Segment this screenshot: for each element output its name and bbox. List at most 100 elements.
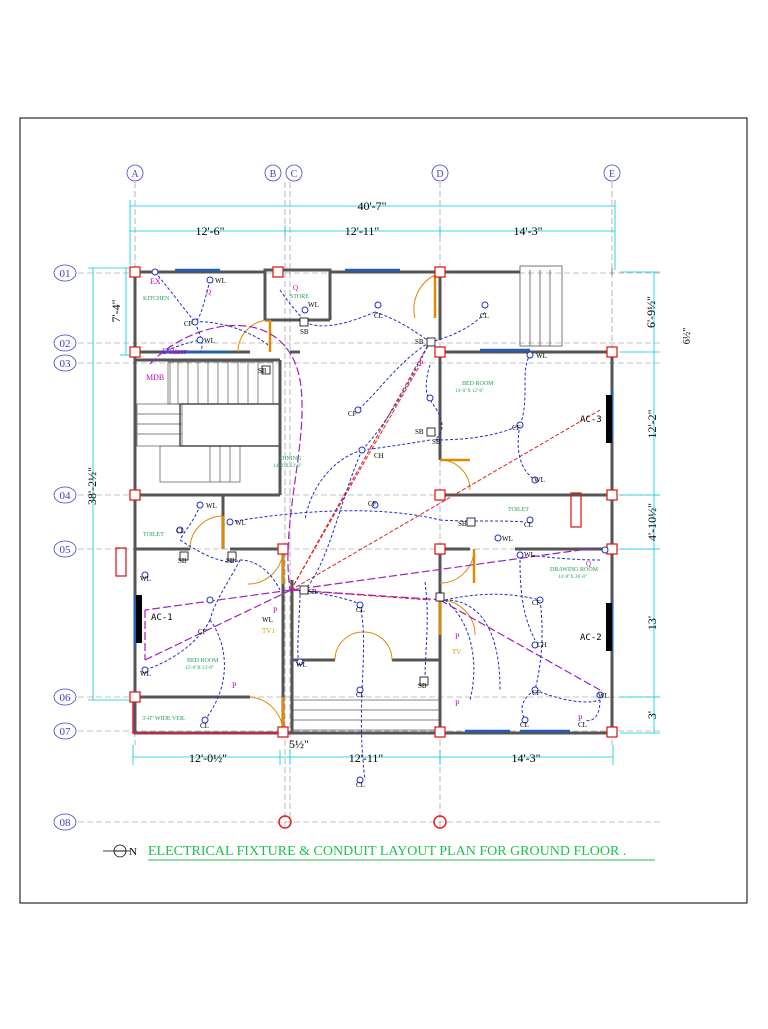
room-veranda: 3'-0" WIDE VER. <box>142 716 186 722</box>
label-p: P <box>232 681 237 690</box>
label-tv: TV <box>452 648 461 656</box>
label-cl: CL <box>356 606 365 614</box>
label-q: Q <box>206 288 211 296</box>
label-wl: WL <box>502 535 513 543</box>
room-drawing: DRAWING ROOM <box>550 567 599 573</box>
label-cl: CL <box>520 721 529 729</box>
label-sb: SB <box>300 328 309 336</box>
grid-label-04: 04 <box>60 490 72 502</box>
label-cf: CF <box>512 424 521 432</box>
grid-label-08: 08 <box>60 817 72 829</box>
label-sb: SB <box>458 520 467 528</box>
q-labels: Q Q Q <box>206 284 591 568</box>
label-p: P <box>273 606 278 615</box>
dim-bottom-small: 5½" <box>289 737 309 751</box>
dim-bottom-2: 12'-11" <box>349 751 384 765</box>
label-sb: SB <box>415 428 424 436</box>
label-cl: CL <box>578 721 587 729</box>
room-dining-size: 14'-0"X 23'-0" <box>273 464 302 469</box>
veranda-outline <box>132 700 280 734</box>
grid-label-a: A <box>131 169 139 180</box>
room-toilet-2: TOILET <box>508 507 529 513</box>
fixture-points <box>141 268 609 784</box>
label-wl: WL <box>204 337 215 345</box>
label-cl: CL <box>374 312 383 320</box>
grid-label-b: B <box>270 169 277 180</box>
dim-right-3: 12'-2" <box>645 409 659 438</box>
room-store: STORE <box>290 294 309 300</box>
grid-label-01: 01 <box>60 268 71 280</box>
dim-left-2: 38'-2½" <box>85 467 99 505</box>
room-drawing-size: 14'-0"X 20'-0" <box>558 575 587 580</box>
label-cf: CF <box>348 410 357 418</box>
grid-label-03: 03 <box>60 358 72 370</box>
dim-right-1: 6'-9½" <box>644 296 658 328</box>
label-cf: CF <box>532 599 541 607</box>
label-q: Q <box>293 284 298 292</box>
label-wl: WL <box>524 551 535 559</box>
label-cf: CF <box>198 628 207 636</box>
label-wl: WL <box>235 519 246 527</box>
room-kitchen: KITCHEN <box>143 296 170 302</box>
label-cl: CL <box>356 691 365 699</box>
label-sb: SB <box>415 338 424 346</box>
dim-right-6: 3' <box>645 711 659 719</box>
dim-right-5: 13' <box>645 616 659 630</box>
sub-feeders <box>144 324 601 691</box>
sheet-border <box>19 117 748 904</box>
label-ch: CH <box>537 641 547 649</box>
dim-overall-width: 40'-7" <box>357 199 386 213</box>
label-cl: CL <box>524 521 533 529</box>
label-cl: CL <box>356 781 365 789</box>
internal-staircase <box>136 361 281 483</box>
label-wl: WL <box>215 277 226 285</box>
grid-label-07: 07 <box>60 726 72 738</box>
dim-top-3: 14'-3" <box>513 224 542 238</box>
label-cl: CL <box>200 722 209 730</box>
label-wl: WL <box>308 301 319 309</box>
dim-top-1: 12'-6" <box>195 224 224 238</box>
column-grid-bubbles <box>126 164 621 182</box>
label-mdb: MDB <box>146 373 164 382</box>
ac-units <box>136 395 612 651</box>
plan-title: ELECTRICAL FIXTURE & CONDUIT LAYOUT PLAN… <box>148 844 626 859</box>
room-bed-2: BED ROOM <box>187 658 219 664</box>
label-cl: CL <box>480 312 489 320</box>
room-bed-1-size: 14'-0"X 12'-6" <box>455 389 484 394</box>
dim-bottom-3: 14'-3" <box>511 751 540 765</box>
label-cf: CF <box>368 500 377 508</box>
fixture-labels: WL WL WL WL WL WL WL WL WL WL WL WL WL W… <box>140 277 609 789</box>
label-wl: WL <box>206 502 217 510</box>
grid-label-c: C <box>291 169 298 180</box>
grid-label-06: 06 <box>60 692 72 704</box>
room-labels: KITCHEN STORE DINING 14'-0"X 23'-0" BED … <box>142 294 599 722</box>
conduits <box>144 271 601 781</box>
dim-top-2: 12'-11" <box>345 224 380 238</box>
label-wl: WL <box>262 616 273 624</box>
label-wl: WL <box>140 670 151 678</box>
main-feeders <box>290 344 601 601</box>
label-ch: CH <box>374 452 384 460</box>
label-e-riser: E-Riser <box>162 347 187 356</box>
power-labels: P P P P P P EX MDB E-Riser <box>146 277 583 723</box>
label-wl: WL <box>296 661 307 669</box>
label-wl: WL <box>536 352 547 360</box>
label-wl: WL <box>140 575 151 583</box>
room-bed-1: BED ROOM <box>462 381 494 387</box>
meter-boxes <box>115 492 582 577</box>
label-sb: SB <box>258 367 267 375</box>
ac-2-label: AC-2 <box>580 633 602 643</box>
label-p: P <box>455 632 460 641</box>
dim-left-1: 7'-4" <box>109 299 123 322</box>
door-leaves <box>221 275 476 733</box>
label-ex: EX <box>150 277 161 286</box>
label-p: P <box>419 359 424 368</box>
grid-label-d: D <box>436 169 443 180</box>
label-cf: CF <box>184 320 193 328</box>
dim-right-4: 4'-10½" <box>645 503 659 541</box>
lower-steps <box>291 699 441 731</box>
room-dining: DINING <box>280 456 302 462</box>
label-tv1: TV1 <box>262 627 275 635</box>
label-cl: CL <box>176 527 185 535</box>
tv-labels: TV1 TV <box>262 627 461 656</box>
